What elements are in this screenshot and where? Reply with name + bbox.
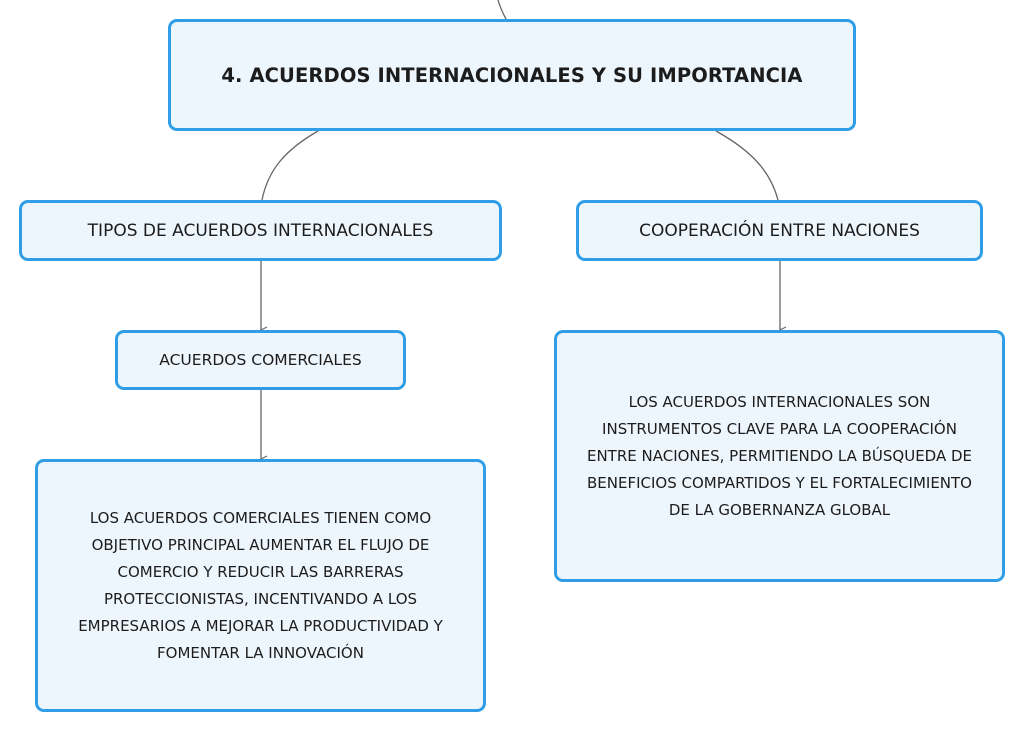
description-line: FOMENTAR LA INNOVACIÓN [157,643,364,662]
acuerdos-comerciales-node[interactable]: ACUERDOS COMERCIALES [115,330,406,390]
tipos-acuerdos-node[interactable]: TIPOS DE ACUERDOS INTERNACIONALES [19,200,502,261]
description-line: ENTRE NACIONES, PERMITIENDO LA BÚSQUEDA … [586,446,973,465]
acuerdos-comerciales-label: ACUERDOS COMERCIALES [159,351,362,369]
acuerdos-comerciales-description-node[interactable]: LOS ACUERDOS COMERCIALES TIENEN COMO OBJ… [35,459,486,712]
description-line: OBJETIVO PRINCIPAL AUMENTAR EL FLUJO DE [91,535,430,554]
cooperacion-node[interactable]: COOPERACIÓN ENTRE NACIONES [576,200,983,261]
description-line: COMERCIO Y REDUCIR LAS BARRERAS [117,562,404,581]
cooperacion-label: COOPERACIÓN ENTRE NACIONES [639,220,920,241]
description-line: LOS ACUERDOS INTERNACIONALES SON [628,392,931,411]
acuerdos-comerciales-description-text: LOS ACUERDOS COMERCIALES TIENEN COMO OBJ… [78,505,443,667]
connector-root-to-tipos [261,130,319,201]
description-line: PROTECCIONISTAS, INCENTIVANDO A LOS [103,589,418,608]
description-line: EMPRESARIOS A MEJORAR LA PRODUCTIVIDAD Y [78,616,443,635]
description-line: LOS ACUERDOS COMERCIALES TIENEN COMO [89,508,432,527]
connector-root-to-cooperacion [715,130,779,201]
cooperacion-description-text: LOS ACUERDOS INTERNACIONALES SON INSTRUM… [587,389,972,524]
description-line: DE LA GOBERNANZA GLOBAL [668,500,891,519]
root-topic-node[interactable]: 4. ACUERDOS INTERNACIONALES Y SU IMPORTA… [168,19,856,131]
cooperacion-description-node[interactable]: LOS ACUERDOS INTERNACIONALES SON INSTRUM… [554,330,1005,582]
description-line: BENEFICIOS COMPARTIDOS Y EL FORTALECIMIE… [587,473,972,492]
connector-parent-to-root [497,0,507,20]
root-topic-label: 4. ACUERDOS INTERNACIONALES Y SU IMPORTA… [221,63,803,87]
tipos-acuerdos-label: TIPOS DE ACUERDOS INTERNACIONALES [87,220,434,241]
description-line: INSTRUMENTOS CLAVE PARA LA COOPERACIÓN [602,419,957,438]
